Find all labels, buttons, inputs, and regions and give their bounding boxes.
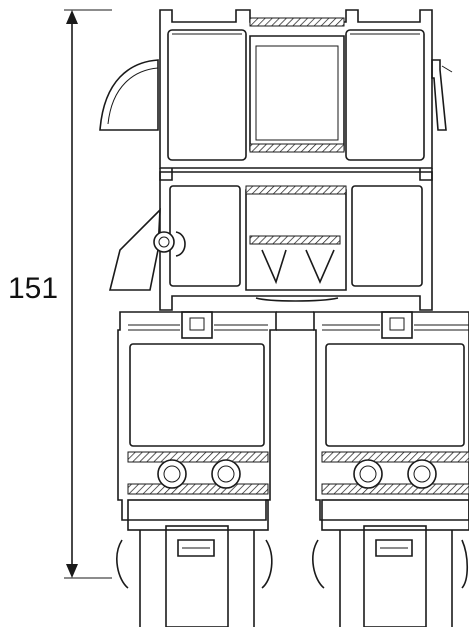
upper-frame-profile (99, 9, 453, 181)
center-connector (276, 311, 314, 331)
dimension-label: 151 (7, 272, 59, 305)
middle-transom-profile (108, 171, 433, 311)
left-sash-profile (116, 311, 277, 627)
right-sash-profile (312, 311, 469, 627)
dimension-line (20, 9, 112, 579)
